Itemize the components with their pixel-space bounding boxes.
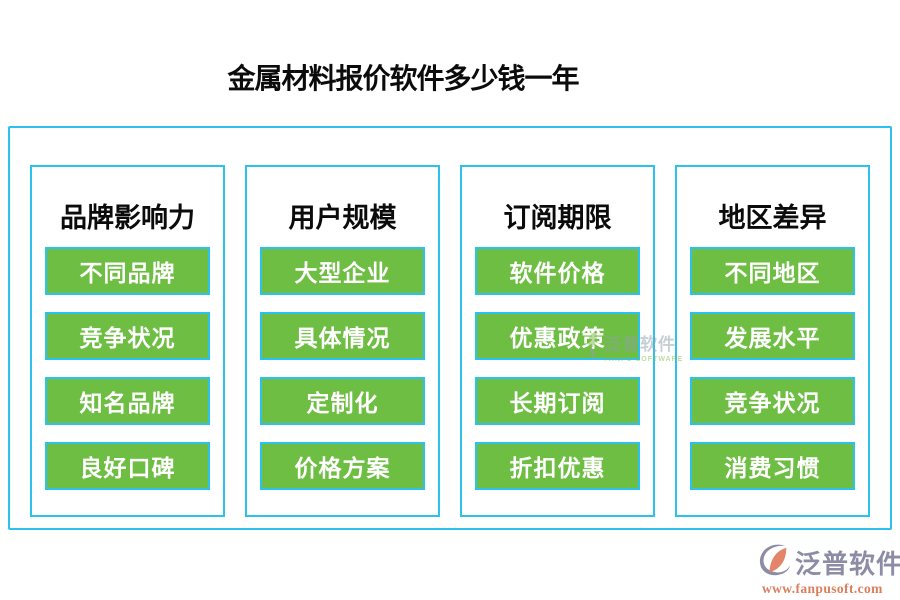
item-button[interactable]: 不同地区 (690, 247, 855, 295)
item-button[interactable]: 消费习惯 (690, 442, 855, 490)
column-heading: 订阅期限 (503, 203, 612, 233)
item-button[interactable]: 折扣优惠 (475, 442, 640, 490)
fanpu-logo-icon (758, 543, 792, 582)
item-button[interactable]: 竞争状况 (690, 377, 855, 425)
brand-logo: 泛普软件 www.fanpusoft.com (758, 543, 900, 597)
main-panel: 品牌影响力 不同品牌 竞争状况 知名品牌 良好口碑 用户规模 大型企业 具体情况… (8, 126, 892, 530)
column-heading: 用户规模 (288, 203, 397, 233)
brand-name: 泛普软件 (795, 549, 900, 579)
item-button[interactable]: 竞争状况 (45, 312, 210, 360)
item-button[interactable]: 发展水平 (690, 312, 855, 360)
item-button[interactable]: 知名品牌 (45, 377, 210, 425)
item-button[interactable]: 长期订阅 (475, 377, 640, 425)
column-subscription-period: 订阅期限 软件价格 优惠政策 长期订阅 折扣优惠 (460, 165, 655, 517)
item-button[interactable]: 软件价格 (475, 247, 640, 295)
item-button[interactable]: 不同品牌 (45, 247, 210, 295)
page-title: 金属材料报价软件多少钱一年 (227, 63, 579, 94)
column-user-scale: 用户规模 大型企业 具体情况 定制化 价格方案 (245, 165, 440, 517)
brand-url[interactable]: www.fanpusoft.com (762, 581, 883, 596)
column-heading: 品牌影响力 (60, 203, 195, 233)
item-button[interactable]: 良好口碑 (45, 442, 210, 490)
column-brand-influence: 品牌影响力 不同品牌 竞争状况 知名品牌 良好口碑 (30, 165, 225, 517)
item-button[interactable]: 具体情况 (260, 312, 425, 360)
column-region-difference: 地区差异 不同地区 发展水平 竞争状况 消费习惯 (675, 165, 870, 517)
item-button[interactable]: 优惠政策 (475, 312, 640, 360)
item-button[interactable]: 价格方案 (260, 442, 425, 490)
column-heading: 地区差异 (718, 203, 827, 233)
item-button[interactable]: 大型企业 (260, 247, 425, 295)
item-button[interactable]: 定制化 (260, 377, 425, 425)
